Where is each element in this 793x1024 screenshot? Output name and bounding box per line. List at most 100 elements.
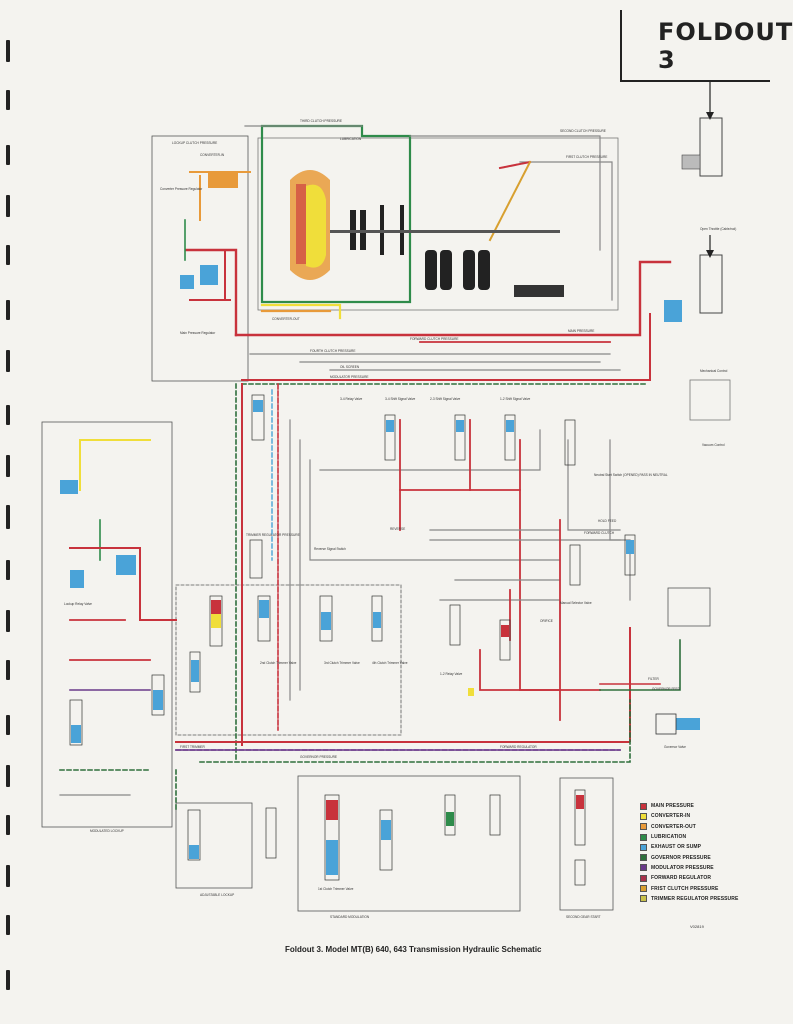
third-clutch-label: THIRD CLUTCH PRESSURE	[300, 119, 342, 123]
legend-label: EXHAUST OR SUMP	[651, 844, 702, 851]
main-pressure-line	[234, 260, 672, 337]
schematic-label: 3-4 Relay Valve	[340, 397, 362, 401]
legend-item: MODULATOR PRESSURE	[640, 863, 770, 873]
schematic-label: Open Throttle (Cable/rod)	[700, 227, 736, 231]
legend-swatch	[640, 854, 647, 862]
schematic-label: MAIN PRESSURE	[568, 329, 594, 333]
legend-swatch	[640, 812, 647, 820]
binder-hole-mark	[6, 865, 10, 887]
schematic-label: SECOND CLUTCH PRESSURE	[560, 129, 606, 133]
legend-item: TRIMMER REGULATOR PRESSURE	[640, 894, 770, 904]
schematic-label: Manual Selector Valve	[560, 601, 592, 605]
schematic-label: LOCKUP CLUTCH PRESSURE	[172, 141, 217, 145]
binder-hole-mark	[6, 300, 10, 320]
governor-detail-frame	[667, 587, 711, 627]
legend-item: GOVERNOR PRESSURE	[640, 852, 770, 862]
binder-hole-mark	[6, 915, 10, 935]
schematic-label: 1-2 Relay Valve	[440, 672, 462, 676]
schematic-label: FORWARD REGULATOR	[500, 745, 537, 749]
schematic-label: Reverse Signal Switch	[314, 547, 346, 551]
binder-hole-mark	[6, 660, 10, 680]
pressure-legend: MAIN PRESSURE CONVERTER-IN CONVERTER-OUT LU…	[640, 801, 770, 904]
schematic-label: MODULATED LOCKUP	[90, 829, 124, 833]
binder-hole-mark	[6, 90, 10, 110]
legend-item: CONVERTER-IN	[640, 811, 770, 821]
schematic-label: LUBRICATION	[340, 137, 362, 141]
document-code: V02819	[690, 924, 704, 929]
schematic-label: FORWARD CLUTCH PRESSURE	[410, 337, 459, 341]
binder-hole-mark	[6, 245, 10, 265]
binder-hole-mark	[6, 715, 10, 735]
hydraulic-schematic: THIRD CLUTCH PRESSURE SECOND CLUTCH PRES…	[41, 82, 736, 919]
binder-hole-mark	[6, 350, 10, 372]
schematic-label: OIL SCREEN	[340, 365, 360, 369]
legend-item: CONVERTER-OUT	[640, 822, 770, 832]
second-gear-start-frame	[559, 777, 614, 911]
legend-label: GOVERNOR PRESSURE	[651, 854, 711, 861]
schematic-label: GOVERNOR FEED	[652, 687, 681, 691]
schematic-label: ORIFICE	[540, 619, 553, 623]
legend-swatch	[640, 843, 647, 851]
schematic-label: Governor Valve	[664, 745, 686, 749]
schematic-label: FIRST TRIMMER	[180, 745, 206, 749]
schematic-label: SECOND GEAR START	[566, 915, 601, 919]
schematic-label: FOURTH CLUTCH PRESSURE	[310, 349, 355, 353]
binder-hole-mark	[6, 195, 10, 217]
modulation-frame	[175, 584, 402, 736]
schematic-label: FORWARD CLUTCH	[584, 531, 615, 535]
binder-hole-mark	[6, 455, 10, 477]
lubrication-line	[260, 124, 412, 304]
clutch-packs	[330, 205, 564, 297]
lockup-module-frame-2	[41, 421, 173, 828]
legend-item: MAIN PRESSURE	[640, 801, 770, 811]
legend-label: LUBRICATION	[651, 834, 687, 841]
legend-label: TRIMMER REGULATOR PRESSURE	[651, 895, 739, 902]
binder-hole-mark	[6, 145, 10, 165]
schematic-label: Mechanical Control	[700, 369, 728, 373]
lockup-module-frame	[151, 135, 249, 382]
schematic-label: 2nd Clutch Trimmer Valve	[260, 661, 297, 665]
binder-hole-mark	[6, 765, 10, 787]
legend-label: FRIST CLUTCH PRESSURE	[651, 885, 719, 892]
binder-hole-mark	[6, 505, 10, 529]
schematic-label: Converter Pressure Regulator	[160, 187, 203, 191]
binder-hole-mark	[6, 405, 10, 425]
legend-swatch	[640, 802, 647, 810]
schematic-label: REVERSE	[390, 527, 405, 531]
legend-label: CONVERTER-OUT	[651, 823, 696, 830]
schematic-label: CONVERTER-OUT	[272, 317, 300, 321]
binder-hole-mark	[6, 815, 10, 835]
legend-swatch	[640, 874, 647, 882]
title-block	[620, 10, 770, 82]
legend-item: LUBRICATION	[640, 832, 770, 842]
binder-hole-mark	[6, 560, 10, 580]
schematic-label: Neutral Start Switch (OPENED) PASS IN NE…	[594, 473, 668, 477]
schematic-label: 4th Clutch Trimmer Valve	[372, 661, 408, 665]
standard-modulation-frame	[297, 775, 521, 912]
torque-converter	[290, 170, 330, 280]
adjustable-lockup-frame	[175, 802, 253, 889]
legend-swatch	[640, 895, 647, 903]
legend-swatch	[640, 864, 647, 872]
legend-item: FORWARD REGULATOR	[640, 873, 770, 883]
schematic-label: FIRST CLUTCH PRESSURE	[566, 155, 607, 159]
legend-item: EXHAUST OR SUMP	[640, 842, 770, 852]
legend-swatch	[640, 885, 647, 893]
schematic-label: Vacuum Control	[702, 443, 725, 447]
legend-swatch	[640, 823, 647, 831]
legend-label: CONVERTER-IN	[651, 813, 691, 820]
schematic-label: STANDARD MODULATION	[330, 915, 370, 919]
schematic-label: 1st Clutch Trimmer Valve	[318, 887, 354, 891]
legend-label: MODULATOR PRESSURE	[651, 864, 714, 871]
legend-item: FRIST CLUTCH PRESSURE	[640, 883, 770, 893]
legend-label: FORWARD REGULATOR	[651, 875, 712, 882]
transmission-housing	[257, 137, 619, 311]
legend-swatch	[640, 833, 647, 841]
schematic-page: FOLDOUT 3	[6, 10, 792, 990]
schematic-label: GOVERNOR PRESSURE	[300, 755, 337, 759]
schematic-label: HOLD FEED	[598, 519, 617, 523]
binder-hole-mark	[6, 610, 10, 632]
schematic-label: MODULATOR PRESSURE	[330, 375, 369, 379]
schematic-label: CONVERTER-IN	[200, 153, 225, 157]
schematic-label: Lockup Relay Valve	[64, 602, 92, 606]
